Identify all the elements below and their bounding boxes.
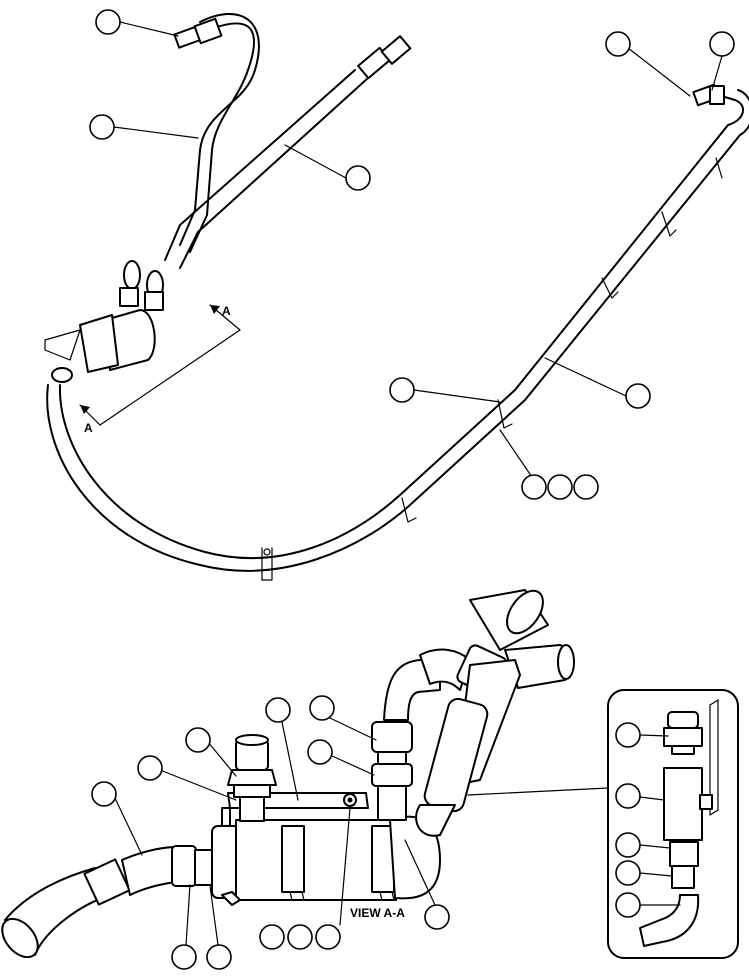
callout-bubble (709, 31, 735, 57)
left-fitting-stack (227, 734, 277, 822)
view-caption: VIEW A-A (350, 906, 405, 920)
callout-bubble (424, 904, 450, 930)
callout-bubble (615, 892, 641, 918)
callout-bubble (309, 695, 335, 721)
callout-bubble (91, 781, 117, 807)
detail-inset (607, 689, 739, 959)
section-label-upper: A (222, 304, 231, 318)
long-hose (46, 124, 741, 572)
callout-bubble (95, 9, 121, 35)
callout-bubble (615, 722, 641, 748)
section-arrow-a-upper: A (99, 304, 241, 426)
callout-bubble (307, 739, 333, 765)
heater-upper (44, 260, 164, 383)
inlet-hose (1, 845, 223, 959)
callout-bubble (605, 31, 631, 57)
callouts-lower (91, 695, 681, 970)
right-fittings (692, 83, 749, 136)
callout-bubble (185, 727, 211, 753)
view-a-a: VIEW A-A (1, 589, 739, 970)
pipe-hose (164, 35, 412, 269)
callout-bubble (573, 474, 599, 500)
supply-hose (173, 13, 260, 253)
callout-bubble (206, 944, 232, 970)
callout-bubble (615, 860, 641, 886)
upper-assembly: A A (44, 9, 749, 581)
right-valve (415, 589, 575, 837)
callout-bubble (345, 165, 371, 191)
callout-bubble (315, 924, 341, 950)
callout-bubble (547, 474, 573, 500)
hose-clamps (261, 157, 723, 581)
heater-core (211, 815, 441, 906)
callout-bubble (389, 377, 415, 403)
callout-bubble (89, 114, 115, 140)
callout-bubble (521, 474, 547, 500)
section-label-lower: A (84, 421, 93, 435)
callout-bubble (615, 832, 641, 858)
right-fitting-stack (371, 659, 441, 821)
callout-bubble (625, 383, 651, 409)
callout-bubble (259, 924, 285, 950)
callout-bubble (265, 697, 291, 723)
callout-bubble (171, 944, 197, 970)
section-arrow-a-lower: A (79, 404, 101, 435)
callouts-upper (89, 9, 735, 500)
callout-bubble (137, 755, 163, 781)
callout-bubble (615, 783, 641, 809)
callout-bubble (287, 924, 313, 950)
